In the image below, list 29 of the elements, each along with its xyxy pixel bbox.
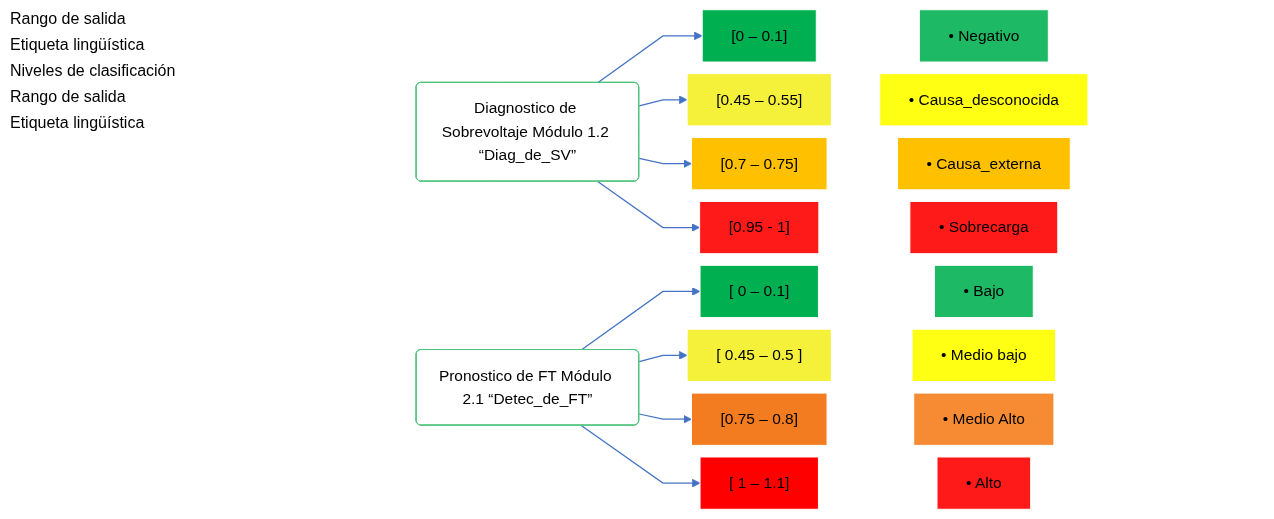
node-box: [0.95 - 1] <box>699 200 820 255</box>
node-box: [ 1 – 1.1] <box>699 456 819 510</box>
node-box: • Causa_externa <box>896 137 1071 191</box>
arrow <box>638 157 692 168</box>
arrow <box>638 95 688 107</box>
node-box: • Bajo <box>933 264 1034 319</box>
node-box: [0.7 – 0.75] <box>690 137 828 191</box>
column-header: Rango de salida <box>10 10 127 28</box>
node-box: • Alto <box>936 456 1032 510</box>
node-box: [ 0.45 – 0.5 ] <box>686 328 832 382</box>
column-header: Rango de salida <box>10 88 127 106</box>
node-box: • Sobrecarga <box>909 200 1059 255</box>
arrow <box>580 424 701 488</box>
node-box: [0.75 – 0.8] <box>690 392 828 446</box>
arrow <box>580 287 701 351</box>
arrow <box>597 31 703 84</box>
node-box: • Negativo <box>918 9 1049 63</box>
node-box: • Causa_desconocida <box>879 73 1089 127</box>
column-header: Etiqueta lingüística <box>10 114 146 132</box>
node-box: • Medio Alto <box>913 392 1055 446</box>
node-box: [0.45 – 0.55] <box>686 73 832 127</box>
node-box: • Medio bajo <box>911 328 1057 382</box>
column-header: Etiqueta lingüística <box>10 36 146 54</box>
arrow <box>638 351 688 363</box>
column-header: Niveles de clasificación <box>10 62 177 80</box>
arrow <box>597 180 700 232</box>
node-box: [ 0 – 0.1] <box>699 264 819 319</box>
node-box: [0 – 0.1] <box>701 9 817 63</box>
arrow <box>638 413 692 424</box>
